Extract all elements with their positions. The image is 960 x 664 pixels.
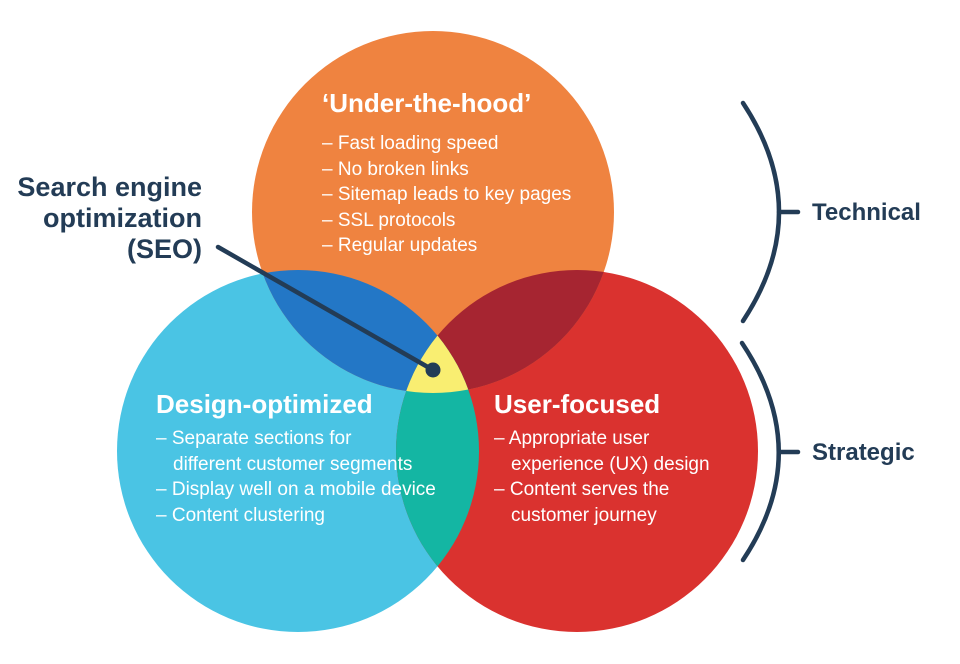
seo-pointer-dot — [425, 362, 441, 378]
bullet-item: – Appropriate user — [494, 428, 650, 449]
bullet-item: – Sitemap leads to key pages — [322, 184, 572, 205]
user-circle-title: User-focused — [494, 389, 661, 419]
strategic-bracket-label: Strategic — [812, 439, 915, 466]
technical-user-overlap — [396, 270, 614, 393]
seo-label-line-1: Search engine — [17, 172, 202, 202]
user-circle-bullets: – Appropriate user experience (UX) desig… — [494, 426, 774, 528]
technical-bracket-label: Technical — [812, 199, 921, 226]
bullet-item: – Display well on a mobile device — [156, 479, 436, 500]
design-circle-title: Design-optimized — [156, 389, 373, 419]
bullet-item: – Fast loading speed — [322, 133, 499, 154]
seo-pointer-line — [215, 244, 436, 373]
technical-circle-bullets: – Fast loading speed – No broken links –… — [322, 131, 622, 259]
bullet-item: – Regular updates — [322, 235, 478, 256]
seo-label: Search engine optimization (SEO) — [14, 172, 202, 265]
user-circle-content: User-focused – Appropriate user experien… — [494, 389, 774, 528]
bullet-item: – No broken links — [322, 158, 469, 180]
bullet-item-continuation: experience (UX) design — [511, 453, 710, 475]
bullet-item: – SSL protocols — [322, 209, 456, 231]
technical-circle-content: ‘Under-the-hood’ – Fast loading speed – … — [322, 88, 622, 259]
design-circle-bullets: – Separate sections for different custom… — [156, 426, 486, 528]
bullet-item-continuation: customer journey — [511, 504, 657, 526]
bullet-item-continuation: different customer segments — [173, 453, 413, 475]
technical-design-overlap — [252, 270, 479, 393]
seo-label-line-2: optimization — [43, 203, 202, 233]
bullet-item: – Content serves the — [494, 479, 670, 500]
design-circle-content: Design-optimized – Separate sections for… — [156, 389, 486, 528]
technical-circle-title: ‘Under-the-hood’ — [322, 88, 532, 118]
seo-label-line-3: (SEO) — [126, 234, 202, 264]
bullet-item: – Content clustering — [156, 504, 325, 526]
technical-bracket-arc — [740, 100, 782, 324]
bullet-item: – Separate sections for — [156, 428, 352, 449]
